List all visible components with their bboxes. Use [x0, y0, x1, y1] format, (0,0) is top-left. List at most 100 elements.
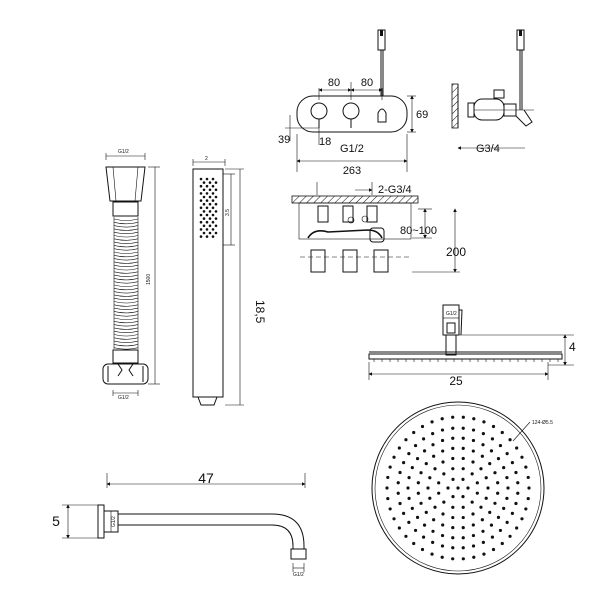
valve-body-view: 2-G3/4 80~100 200	[291, 182, 466, 273]
plan-nozzle	[415, 457, 420, 461]
hose-coil	[113, 248, 139, 251]
overhead-thread: G1/2	[446, 311, 457, 317]
spray-nozzle	[205, 228, 209, 231]
plan-nozzle	[502, 506, 506, 510]
plan-nozzle	[502, 466, 506, 470]
plan-nozzle	[440, 544, 445, 548]
plan-nozzle	[466, 486, 470, 490]
spray-nozzle	[199, 199, 203, 202]
hose-coil	[113, 251, 139, 254]
plan-nozzle	[430, 552, 434, 556]
plan-nozzle	[496, 491, 500, 495]
plan-nozzle	[496, 481, 500, 485]
plan-nozzle	[428, 496, 432, 500]
plan-nozzle	[428, 476, 432, 480]
plan-nozzle	[470, 472, 474, 476]
plan-nozzle	[412, 430, 416, 435]
plan-nozzle	[471, 512, 475, 516]
hose-coil	[113, 261, 139, 264]
plan-nozzle	[426, 486, 430, 490]
spray-nozzle	[199, 177, 203, 181]
plan-nozzle	[505, 476, 509, 480]
plan-nozzle	[415, 515, 420, 519]
spray-nozzle	[211, 199, 215, 202]
plan-nozzle	[526, 475, 530, 480]
plan-nozzle	[481, 540, 485, 544]
plan-nozzle	[489, 449, 494, 453]
plan-nozzle	[496, 457, 501, 461]
spray-nozzle	[214, 202, 218, 206]
hose-coil	[113, 235, 139, 238]
hand-shower-view: 2 3.5 18,5	[192, 156, 267, 406]
plan-nozzle	[451, 446, 455, 450]
plan-nozzle	[410, 506, 414, 510]
hose-coil	[113, 278, 139, 281]
panel-side-view: G3/4	[451, 29, 534, 155]
plan-nozzle	[514, 470, 518, 475]
diverter-knob	[310, 102, 328, 120]
overhead-plan-nozzles	[385, 415, 531, 561]
spray-nozzle	[214, 217, 218, 220]
plan-nozzle	[472, 555, 476, 559]
hand-shower-length: 18,5	[253, 300, 267, 324]
plan-nozzle	[520, 517, 524, 521]
plan-nozzle	[471, 428, 476, 432]
plan-nozzle	[500, 541, 504, 546]
plan-nozzle	[437, 491, 441, 495]
plan-nozzle	[432, 454, 436, 458]
hose-coil	[113, 288, 139, 291]
hose-coil	[113, 284, 139, 287]
hose-coil	[113, 274, 139, 277]
plan-nozzle	[498, 528, 503, 533]
plan-nozzle	[472, 417, 476, 421]
spray-nozzle	[211, 213, 215, 217]
plan-nozzle	[451, 557, 455, 561]
plan-nozzle	[406, 486, 410, 490]
plan-nozzle	[440, 438, 445, 443]
spray-nozzle	[211, 235, 215, 238]
plan-nozzle	[484, 496, 488, 500]
plan-nozzle	[516, 481, 520, 485]
plan-nozzle	[481, 432, 485, 436]
spray-nozzle	[202, 231, 206, 235]
hose-coil	[113, 311, 139, 314]
plan-nozzle	[505, 496, 509, 500]
plan-nozzle	[424, 462, 428, 466]
plan-nozzle	[422, 449, 427, 453]
plan-nozzle	[451, 505, 455, 509]
plan-nozzle	[441, 460, 445, 464]
arm-height: 5	[52, 513, 60, 529]
plan-nozzle	[397, 526, 401, 530]
spray-nozzle	[202, 202, 206, 206]
plan-nozzle	[396, 481, 400, 485]
plan-nozzle	[508, 438, 512, 442]
thread-g34-side: G3/4	[476, 143, 500, 155]
plan-nozzle	[471, 544, 476, 548]
plan-nozzle	[515, 446, 519, 450]
spray-nozzle	[202, 188, 206, 192]
hose-coil	[113, 281, 139, 284]
plan-nozzle	[431, 540, 435, 544]
plan-nozzle	[440, 555, 444, 559]
plan-nozzle	[482, 420, 486, 424]
flexible-hose-view: G1/2 G1/2 1500	[102, 149, 160, 401]
hose-coil	[113, 222, 139, 225]
spray-nozzle	[214, 231, 218, 235]
plan-nozzle	[441, 523, 445, 527]
plan-nozzle	[451, 477, 455, 481]
spray-nozzle	[205, 177, 209, 181]
hose-coil	[113, 264, 139, 267]
plan-nozzle	[402, 461, 406, 465]
hose-coil	[113, 317, 139, 320]
spray-nozzle	[205, 220, 209, 224]
plan-nozzle	[440, 428, 445, 432]
plan-nozzle	[471, 449, 475, 453]
plan-nozzle	[524, 507, 528, 511]
hose-coil	[113, 225, 139, 228]
spray-nozzles	[199, 177, 218, 238]
plan-nozzle	[407, 496, 411, 500]
plan-nozzle	[396, 491, 400, 495]
spray-nozzle	[199, 228, 203, 231]
plan-nozzle	[475, 481, 479, 485]
plan-nozzle	[486, 486, 490, 490]
